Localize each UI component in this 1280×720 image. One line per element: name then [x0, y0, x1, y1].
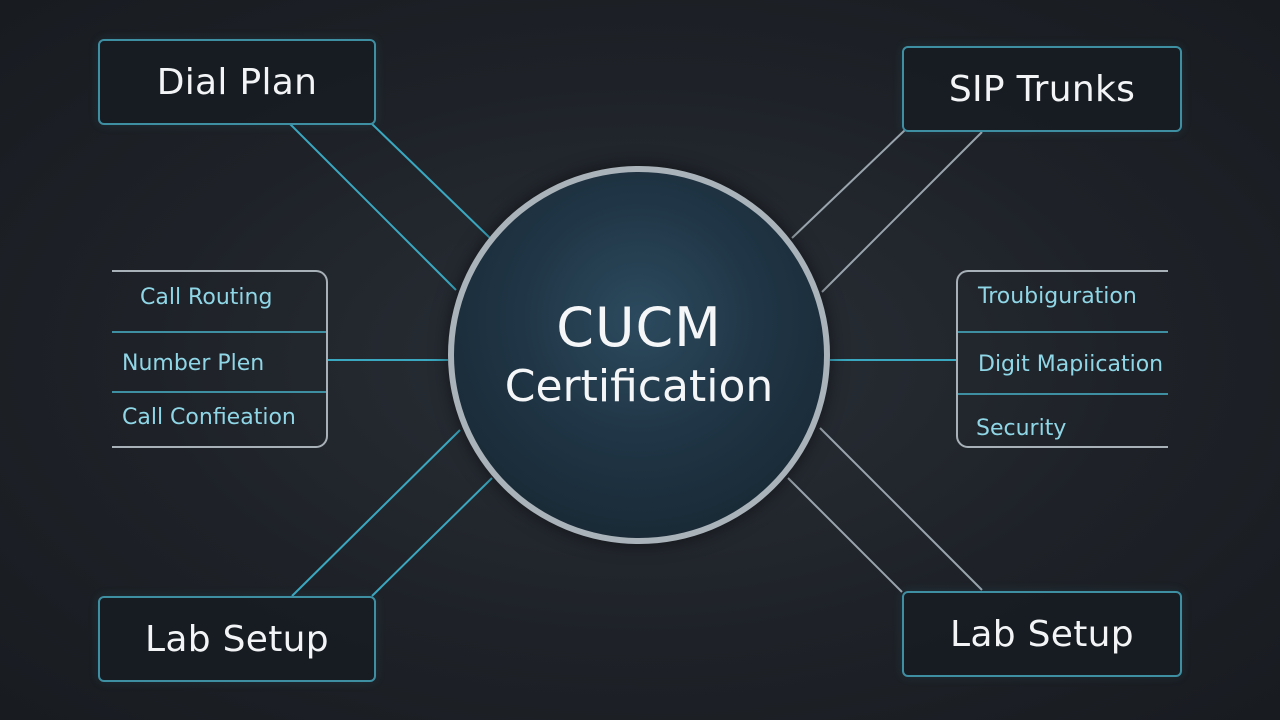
node-lab-setup-left-label: Lab Setup: [145, 618, 329, 660]
hub-subtitle: Certification: [504, 361, 774, 412]
right-group-item-troubleshooting: Troubiguration: [978, 284, 1137, 309]
left-group-item-call-routing: Call Routing: [140, 285, 273, 310]
right-group-item-digit-manipulation: Digit Mapiication: [978, 352, 1164, 377]
right-group-bracket: [956, 270, 1168, 448]
connector-bottom-left-b: [371, 477, 493, 597]
node-dial-plan: Dial Plan: [98, 39, 376, 125]
right-group-divider-2: [958, 393, 1168, 395]
connector-top-left-a: [371, 123, 491, 239]
hub-title: CUCM: [556, 296, 722, 359]
left-group-divider-1: [112, 331, 326, 333]
connector-top-left-b: [289, 123, 457, 291]
node-lab-setup-left: Lab Setup: [98, 596, 376, 682]
node-dial-plan-label: Dial Plan: [156, 61, 318, 103]
right-group-divider-1: [958, 331, 1168, 333]
connector-bottom-right-b: [819, 427, 983, 591]
node-lab-setup-right: Lab Setup: [902, 591, 1182, 677]
left-group-item-call-configuration: Call Confieation: [122, 405, 296, 430]
node-sip-trunks-label: SIP Trunks: [948, 68, 1136, 110]
node-sip-trunks: SIP Trunks: [902, 46, 1182, 132]
node-lab-setup-right-label: Lab Setup: [950, 613, 1134, 655]
left-group-bracket: [112, 270, 328, 448]
left-group-item-number-plan: Number Plen: [122, 351, 265, 376]
connector-top-right-b: [821, 131, 983, 293]
left-group-divider-2: [112, 391, 326, 393]
connector-top-right-a: [791, 129, 906, 239]
central-hub: CUCM Certification: [448, 166, 830, 544]
right-group-item-security: Security: [976, 416, 1067, 441]
connector-bottom-left-a: [291, 429, 461, 597]
connector-bottom-right-a: [787, 477, 903, 593]
